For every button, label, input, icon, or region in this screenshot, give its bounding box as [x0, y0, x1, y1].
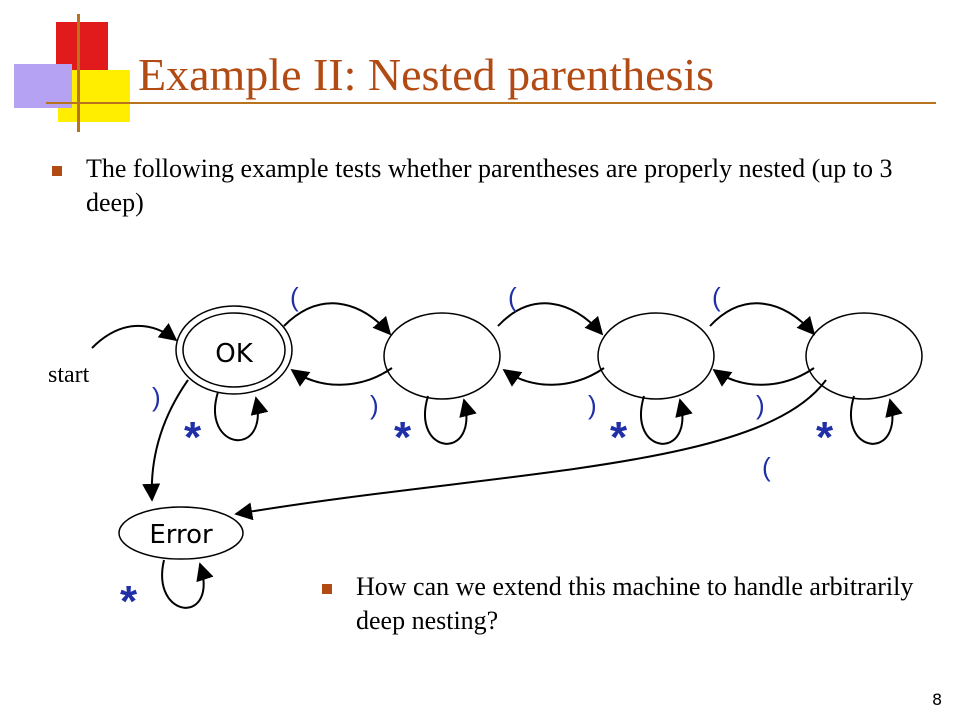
transition-open-2-3 — [709, 302, 816, 336]
transition-close-1-0 — [290, 367, 393, 387]
label-open-0-1: ( — [290, 282, 299, 312]
state-depth-1 — [383, 312, 501, 400]
page-number: 8 — [932, 690, 943, 709]
transition-overflow-error — [234, 379, 827, 521]
transition-open-0-1 — [283, 302, 392, 336]
label-open-1-2: ( — [508, 282, 517, 312]
label-close-3-2: ) — [756, 390, 765, 420]
label-overflow-error: ( — [762, 452, 771, 482]
decor-purple-square — [14, 64, 72, 108]
state-depth-2 — [597, 312, 715, 400]
bullet-marker — [322, 584, 332, 594]
self-loop-error — [161, 559, 214, 609]
bullet-marker — [52, 166, 62, 176]
self-loop-ok — [214, 391, 269, 441]
self-loop-depth-3 — [850, 395, 903, 445]
label-open-2-3: ( — [712, 282, 721, 312]
transition-open-1-2 — [497, 302, 604, 336]
state-depth-3 — [805, 312, 923, 400]
transition-close-3-2 — [712, 367, 815, 387]
state-error-label: Error — [149, 520, 213, 550]
label-star-depth-2: * — [610, 413, 628, 462]
self-loop-depth-2 — [640, 395, 693, 445]
start-label: start — [48, 362, 90, 388]
slide-title: Example II: Nested parenthesis — [138, 49, 715, 100]
label-star-error: * — [120, 577, 138, 626]
state-ok: OK — [175, 305, 293, 395]
state-ok-label: OK — [215, 339, 253, 369]
label-star-depth-1: * — [394, 413, 412, 462]
label-ok-error: ) — [152, 382, 161, 412]
bullet-text-2: How can we extend this machine to handle… — [356, 572, 914, 635]
state-error: Error — [118, 506, 244, 560]
label-close-2-1: ) — [588, 390, 597, 420]
self-loop-depth-1 — [424, 395, 477, 445]
label-close-1-0: ) — [370, 390, 379, 420]
label-star-depth-3: * — [816, 413, 834, 462]
start-arrow — [91, 322, 178, 349]
transition-ok-error — [142, 379, 189, 502]
decor-title-underline — [46, 102, 936, 104]
transition-close-2-1 — [502, 367, 605, 387]
decor-vertical-line — [77, 14, 80, 132]
bullet-text-1: The following example tests whether pare… — [86, 154, 893, 217]
label-star-ok: * — [184, 413, 202, 462]
